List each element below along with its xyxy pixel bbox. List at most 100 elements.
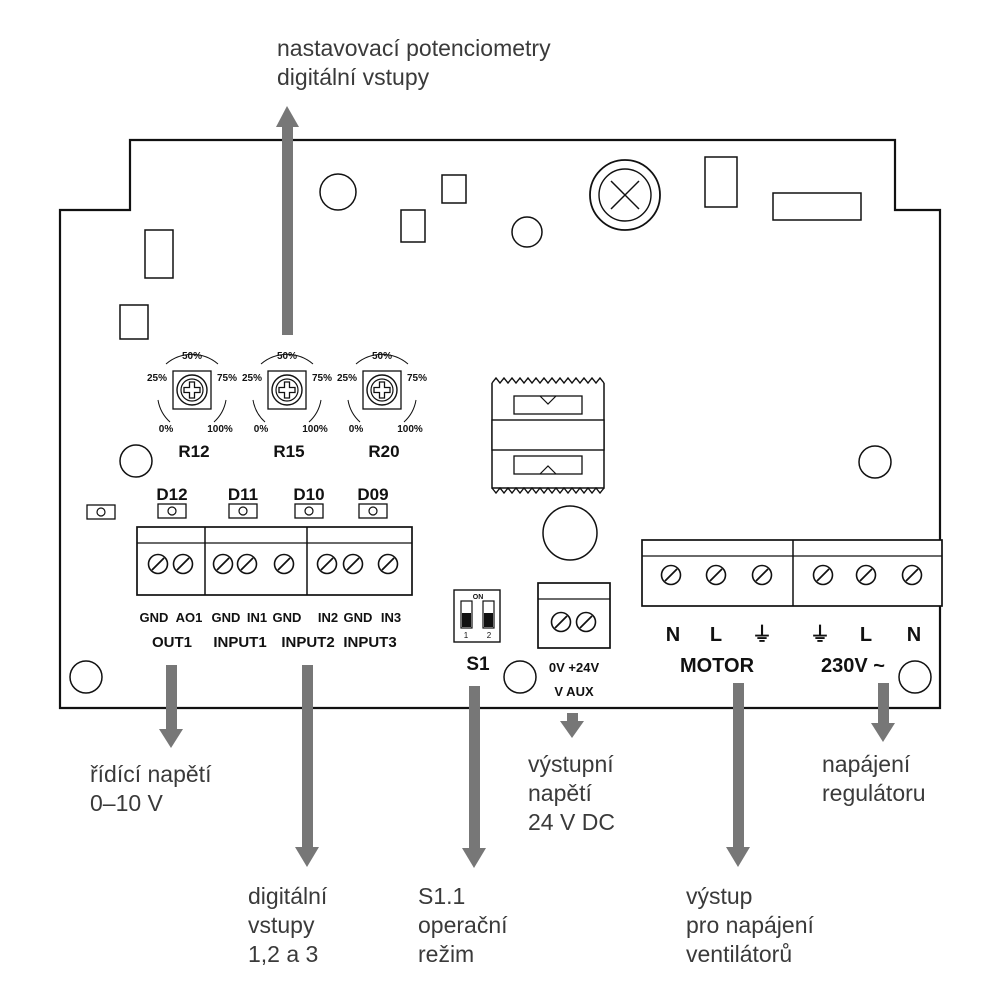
motor-pin-labels: N L ⏚ bbox=[666, 623, 772, 646]
mains-pin-n: N bbox=[907, 624, 921, 646]
arrow-down-output-voltage bbox=[560, 713, 584, 738]
terminal-block-io bbox=[136, 526, 413, 596]
mounting-hole bbox=[503, 660, 537, 694]
led-d12: D12 bbox=[156, 485, 188, 519]
component-block bbox=[400, 209, 426, 243]
pot-label: R15 bbox=[273, 442, 304, 461]
callout-line: S1.1 bbox=[418, 883, 466, 909]
svg-text:D09: D09 bbox=[357, 485, 388, 504]
scale-50: 50% bbox=[182, 351, 202, 362]
group-label-input2: INPUT2 bbox=[281, 634, 334, 651]
callout-potentiometers: nastavovací potenciometry digitální vstu… bbox=[277, 34, 551, 92]
callout-line: regulátoru bbox=[822, 780, 926, 806]
terminal-group-labels: OUT1 INPUT1 INPUT2 INPUT3 bbox=[152, 634, 397, 651]
motor-label: MOTOR bbox=[680, 655, 755, 677]
callout-line: 0–10 V bbox=[90, 790, 163, 816]
callout-line: režim bbox=[418, 941, 475, 967]
capacitor bbox=[319, 173, 357, 211]
pin-label: GND bbox=[273, 610, 302, 625]
scale-25: 25% bbox=[242, 373, 262, 384]
scale-75: 75% bbox=[217, 373, 237, 384]
terminal-block-power bbox=[641, 539, 943, 607]
pin-label: IN3 bbox=[381, 610, 401, 625]
mains-label: 230V ~ bbox=[821, 655, 885, 677]
callout-line: 24 V DC bbox=[528, 809, 615, 835]
callout-control-voltage: řídící napětí 0–10 V bbox=[90, 760, 211, 818]
callout-operating-mode: S1.1 operační režim bbox=[418, 882, 508, 969]
group-label-input3: INPUT3 bbox=[343, 634, 396, 651]
terminal-pin-labels: GND AO1 GND IN1 GND IN2 GND IN3 bbox=[140, 610, 402, 625]
callout-line: digitální bbox=[248, 883, 328, 909]
callout-fan-output: výstup pro napájení ventilátorů bbox=[686, 882, 814, 969]
pin-label: AO1 bbox=[176, 610, 203, 625]
callout-line: digitální vstupy bbox=[277, 64, 430, 90]
potentiometer-r20: 50% 25% 75% 0% 100% R20 bbox=[337, 351, 427, 461]
mounting-hole bbox=[858, 445, 892, 479]
component-block bbox=[119, 304, 149, 340]
arrow-down-control-voltage bbox=[159, 665, 183, 748]
pin-label: IN1 bbox=[247, 610, 267, 625]
callout-line: pro napájení bbox=[686, 912, 814, 938]
callout-line: řídící napětí bbox=[90, 761, 212, 787]
pin-label: IN2 bbox=[318, 610, 338, 625]
potentiometer-r15: 50% 25% 75% 0% 100% R15 bbox=[242, 351, 332, 461]
potentiometer-r12: 50% 25% 75% 0% 100% R12 bbox=[147, 351, 237, 461]
aux-label: V AUX bbox=[554, 684, 594, 699]
scale-25: 25% bbox=[147, 373, 167, 384]
scale-0: 0% bbox=[159, 424, 174, 435]
pot-label: R12 bbox=[178, 442, 209, 461]
callout-line: ventilátorů bbox=[686, 941, 793, 967]
arrow-up-potentiometers bbox=[276, 106, 299, 335]
switch-on-label: ON bbox=[473, 594, 484, 601]
mains-pin-labels: ⏚ L N bbox=[810, 623, 921, 646]
led-d11: D11 bbox=[228, 485, 258, 519]
callout-line: výstupní bbox=[528, 751, 614, 777]
svg-text:D10: D10 bbox=[293, 485, 324, 504]
switch-position-1: 1 bbox=[464, 631, 469, 640]
scale-25: 25% bbox=[337, 373, 357, 384]
callout-line: napájení bbox=[822, 751, 911, 777]
capacitor bbox=[511, 216, 543, 248]
scale-75: 75% bbox=[312, 373, 332, 384]
mains-pin-l: L bbox=[860, 624, 872, 646]
group-label-out1: OUT1 bbox=[152, 634, 192, 651]
pin-label: GND bbox=[140, 610, 169, 625]
scale-0: 0% bbox=[254, 424, 269, 435]
callout-line: výstup bbox=[686, 883, 753, 909]
led-d09: D09 bbox=[357, 485, 389, 519]
arrow-down-digital-inputs bbox=[295, 665, 319, 867]
relay-chip bbox=[491, 376, 605, 495]
pin-label: GND bbox=[344, 610, 373, 625]
mounting-hole bbox=[69, 660, 103, 694]
component-block bbox=[772, 192, 862, 221]
switch-position-2: 2 bbox=[487, 631, 492, 640]
mounting-hole bbox=[119, 444, 153, 478]
motor-pin-ground: ⏚ bbox=[752, 623, 772, 646]
component-block bbox=[144, 229, 174, 279]
aux-pin-labels: 0V +24V bbox=[549, 660, 600, 675]
arrow-down-operating-mode bbox=[462, 686, 486, 868]
scale-50: 50% bbox=[277, 351, 297, 362]
scale-100: 100% bbox=[397, 424, 423, 435]
callout-regulator-supply: napájení regulátoru bbox=[822, 750, 926, 808]
dip-switch-s1: ON 1 2 S1 bbox=[453, 589, 501, 675]
callout-line: nastavovací potenciometry bbox=[277, 35, 551, 61]
fuse-holder bbox=[589, 159, 661, 231]
callout-output-voltage: výstupní napětí 24 V DC bbox=[528, 750, 615, 837]
arrow-down-regulator-supply bbox=[871, 683, 895, 742]
scale-75: 75% bbox=[407, 373, 427, 384]
callout-arrows bbox=[159, 106, 895, 868]
led-unlabeled bbox=[86, 504, 116, 520]
pot-label: R20 bbox=[368, 442, 399, 461]
switch-label: S1 bbox=[466, 654, 490, 675]
motor-pin-n: N bbox=[666, 624, 680, 646]
capacitor bbox=[542, 505, 598, 561]
callout-digital-inputs: digitální vstupy 1,2 a 3 bbox=[248, 882, 327, 969]
svg-text:D12: D12 bbox=[156, 485, 187, 504]
scale-100: 100% bbox=[207, 424, 233, 435]
scale-100: 100% bbox=[302, 424, 328, 435]
arrow-down-fan-output bbox=[726, 683, 750, 867]
scale-0: 0% bbox=[349, 424, 364, 435]
callout-line: 1,2 a 3 bbox=[248, 941, 319, 967]
